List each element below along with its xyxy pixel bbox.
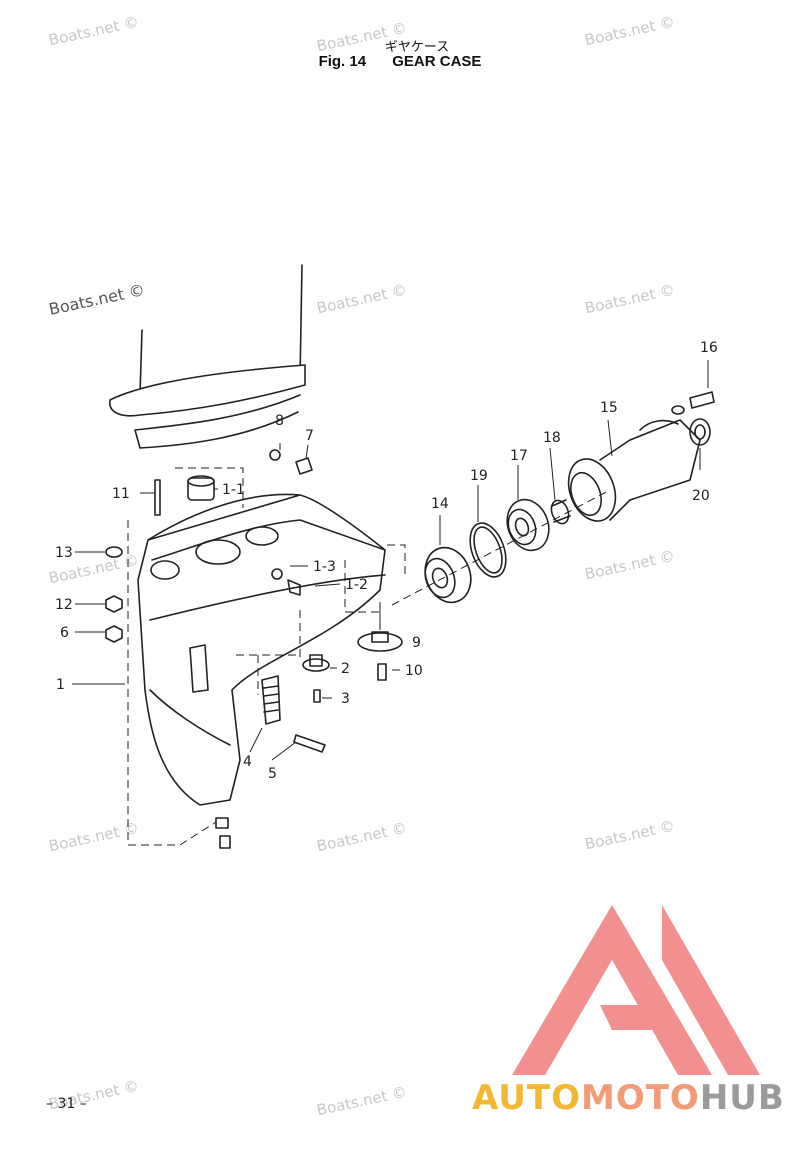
callout-5: 5: [268, 766, 277, 782]
logo-part-moto: MOTO: [580, 1078, 700, 1118]
callout-10: 10: [405, 663, 423, 679]
callout-3: 3: [341, 691, 350, 707]
callout-1-3: 1-3: [313, 559, 336, 575]
bearing-14: [424, 546, 472, 604]
callout-14: 14: [431, 496, 449, 512]
callout-6: 6: [60, 625, 69, 641]
callout-1-1: 1-1: [222, 482, 245, 498]
callout-19: 19: [470, 468, 488, 484]
callout-4: 4: [243, 754, 252, 770]
title-japanese: ギヤケース: [384, 40, 450, 55]
o-ring-19: [469, 522, 507, 578]
gear-case-body: [137, 494, 386, 806]
callout-11: 11: [112, 486, 130, 502]
figure-title: Fig. 14 GEAR CASE: [0, 53, 800, 70]
bushing-1-1: [187, 477, 215, 501]
logo-part-auto: AUTO: [472, 1078, 581, 1118]
bushing-18: [550, 499, 570, 525]
figure-number: Fig. 14: [318, 53, 367, 70]
callout-12: 12: [55, 597, 73, 613]
callout-1-2: 1-2: [345, 577, 368, 593]
callout-2: 2: [341, 661, 350, 677]
figure-name: GEAR CASE: [392, 53, 482, 70]
drive-shaft-housing: [139, 264, 303, 396]
logo-triangle: [512, 905, 760, 1075]
bearing-17: [506, 498, 550, 552]
callout-13: 13: [55, 545, 73, 561]
callout-8: 8: [275, 413, 284, 429]
callout-7: 7: [305, 428, 314, 444]
stud-11: [154, 479, 161, 516]
logo-part-hub: HUB: [699, 1078, 785, 1118]
callout-20: 20: [692, 488, 710, 504]
callout-15: 15: [600, 400, 618, 416]
callout-1: 1: [56, 677, 65, 693]
propeller-shaft-housing-15: [567, 419, 701, 522]
anode-4: [261, 675, 281, 725]
automotohub-logo: AUTOMOTOHUB: [472, 1078, 785, 1118]
callout-16: 16: [700, 340, 718, 356]
callout-9: 9: [412, 635, 421, 651]
callout-18: 18: [543, 430, 561, 446]
callout-17: 17: [510, 448, 528, 464]
page-number: – 31 –: [46, 1096, 87, 1112]
housing-skirt: [109, 364, 306, 417]
oil-seal-20: [689, 418, 711, 446]
